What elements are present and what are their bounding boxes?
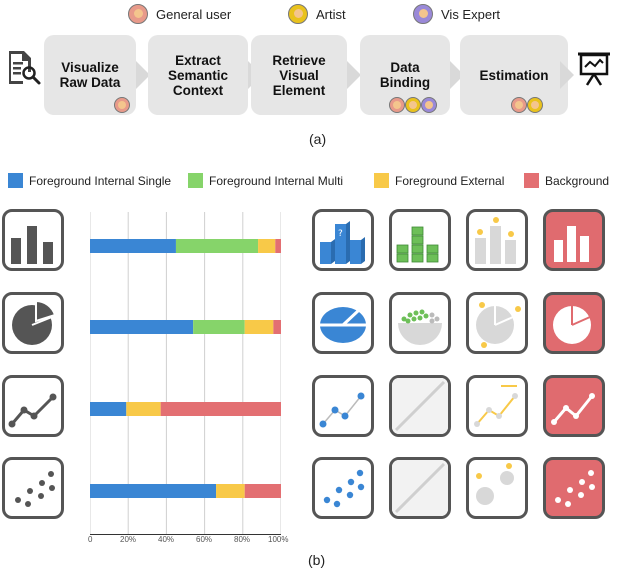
bar-segment-bar-2 — [258, 239, 276, 253]
svg-text:?: ? — [338, 229, 343, 239]
legend-label: Foreground Internal Multi — [209, 173, 344, 188]
scatter-not-applicable-example — [389, 457, 451, 519]
persona-label: Vis Expert — [441, 6, 501, 22]
bar-segment-line-2 — [126, 402, 161, 416]
legend-label: Foreground Internal Single — [29, 173, 172, 188]
legend-swatch — [374, 173, 389, 188]
stacked-bar-chart — [89, 212, 282, 534]
bar-foreground-external-example — [466, 209, 528, 271]
flow-arrow — [347, 61, 361, 89]
x-tick-label: 100% — [268, 535, 289, 544]
bar-background-example — [543, 209, 605, 271]
caption-b: (b) — [308, 552, 326, 568]
legend-item-foreground-external: Foreground External — [374, 173, 504, 188]
bar-segment-line-3 — [160, 402, 281, 416]
general-user-avatar-icon — [389, 97, 405, 113]
legend-item-foreground-internal-multi: Foreground Internal Multi — [188, 173, 343, 188]
line-chart-type-icon — [2, 375, 64, 437]
bar-foreground-internal-multi-example — [389, 209, 451, 271]
step-label: Retrieve Visual Element — [272, 52, 326, 98]
stacked-bar-chart-svg — [89, 212, 282, 534]
line-not-applicable-example — [389, 375, 451, 437]
x-tick-label: 80% — [234, 535, 251, 544]
bar-segment-bar-0 — [90, 239, 176, 253]
step-label: Visualize Raw Data — [59, 60, 121, 90]
pie-foreground-internal-multi-example — [389, 292, 451, 354]
general-user-avatar-icon — [114, 97, 130, 113]
bar-segment-scatter-3 — [244, 484, 281, 498]
bar-segment-scatter-2 — [216, 484, 245, 498]
line-foreground-external-example — [466, 375, 528, 437]
persona-vis-expert: Vis Expert — [413, 4, 500, 24]
step-label: Data Binding — [379, 60, 431, 90]
x-axis-line — [90, 534, 281, 535]
general-user-avatar-icon — [511, 97, 527, 113]
caption-a: (a) — [309, 131, 327, 147]
line-foreground-internal-single-example — [312, 375, 374, 437]
pie-foreground-internal-single-example — [312, 292, 374, 354]
legend-item-background: Background — [524, 173, 609, 188]
x-tick-label: 0 — [88, 535, 93, 544]
vis-expert-avatar-icon — [413, 4, 433, 24]
persona-artist: Artist — [288, 4, 346, 24]
persona-label: General user — [156, 6, 232, 22]
bar-foreground-internal-single-example: ? — [312, 209, 374, 271]
artist-avatar-icon — [288, 4, 308, 24]
bar-segment-pie-1 — [193, 320, 245, 334]
step-retrieve-visual-element: Retrieve Visual Element — [251, 35, 347, 115]
step-label: Extract Semantic Context — [167, 52, 229, 98]
flow-arrow — [136, 61, 150, 89]
artist-avatar-icon — [405, 97, 421, 113]
vis-expert-avatar-icon — [421, 97, 437, 113]
step-label: Estimation — [479, 67, 549, 83]
x-tick-label: 40% — [158, 535, 175, 544]
artist-avatar-icon — [527, 97, 543, 113]
x-tick-label: 20% — [120, 535, 137, 544]
raw-data-search-icon — [6, 48, 42, 88]
scatter-foreground-external-example — [466, 457, 528, 519]
bar-segment-pie-0 — [90, 320, 194, 334]
persona-label: Artist — [316, 6, 346, 22]
bar-segment-pie-2 — [244, 320, 274, 334]
flow-arrow — [560, 61, 574, 89]
presentation-board-icon — [576, 50, 612, 88]
bar-chart-type-icon — [2, 209, 64, 271]
pie-background-example — [543, 292, 605, 354]
legend-label: Background — [545, 173, 610, 188]
pie-chart-type-icon — [2, 292, 64, 354]
x-tick-label: 60% — [196, 535, 213, 544]
bar-segment-bar-1 — [175, 239, 259, 253]
legend-swatch — [8, 173, 23, 188]
legend-label: Foreground External — [395, 173, 505, 188]
step-extract-semantic-context: Extract Semantic Context — [148, 35, 248, 115]
persona-general-user: General user — [128, 4, 231, 24]
scatter-background-example — [543, 457, 605, 519]
legend-swatch — [524, 173, 539, 188]
general-user-avatar-icon — [128, 4, 148, 24]
bar-segment-scatter-0 — [90, 484, 217, 498]
line-background-example — [543, 375, 605, 437]
bar-segment-pie-3 — [273, 320, 281, 334]
pie-foreground-external-example — [466, 292, 528, 354]
legend-swatch — [188, 173, 203, 188]
scatter-foreground-internal-single-example — [312, 457, 374, 519]
bar-segment-bar-3 — [275, 239, 281, 253]
scatter-chart-type-icon — [2, 457, 64, 519]
legend-item-foreground-internal-single: Foreground Internal Single — [8, 173, 171, 188]
bar-segment-line-0 — [90, 402, 127, 416]
